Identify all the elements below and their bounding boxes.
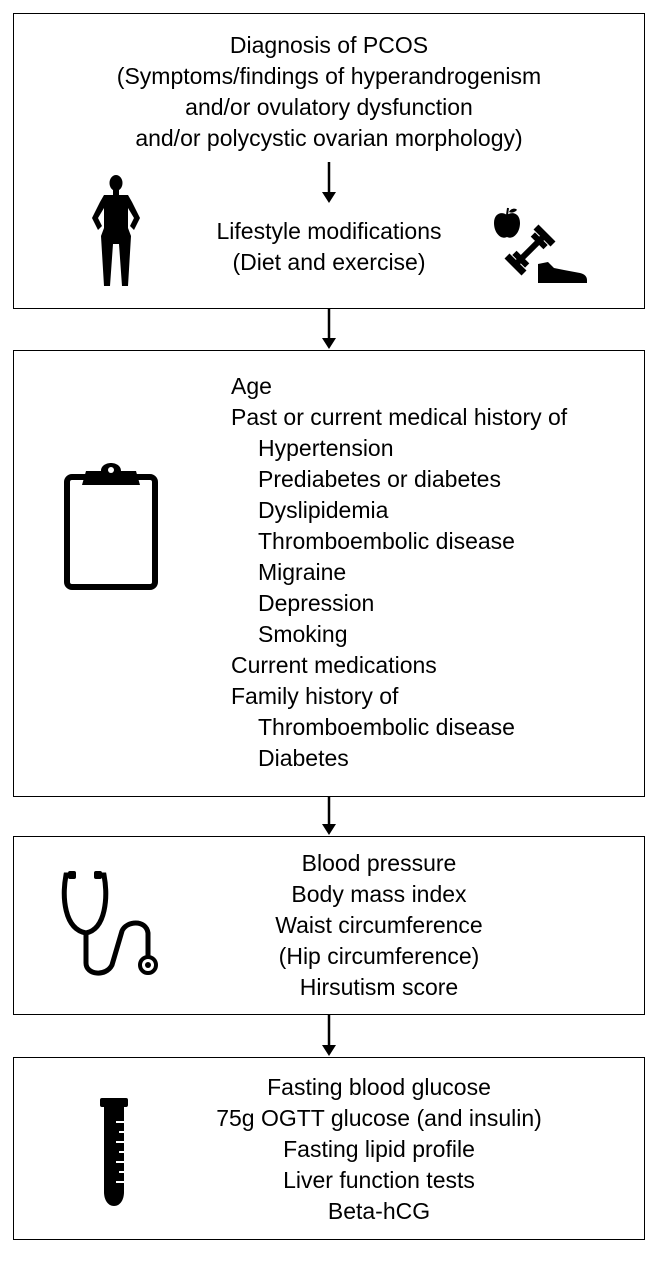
diagnosis-title: Diagnosis of PCOS xyxy=(229,32,429,58)
history-subitem: Hypertension xyxy=(258,435,394,461)
history-item: Current medications xyxy=(231,652,437,678)
history-item: Age xyxy=(231,373,272,399)
exam-item: (Hip circumference) xyxy=(278,943,480,969)
exam-item: Hirsutism score xyxy=(299,974,459,1000)
diagnosis-line: and/or polycystic ovarian morphology) xyxy=(135,125,523,151)
dumbbell-icon xyxy=(504,224,556,276)
history-subitem: Migraine xyxy=(258,559,347,585)
flow-arrow-icon xyxy=(322,797,336,835)
lab-item: Liver function tests xyxy=(283,1167,475,1193)
diagnosis-line: and/or ovulatory dysfunction xyxy=(185,94,473,120)
woman-silhouette-icon xyxy=(92,175,140,286)
flow-arrow-icon xyxy=(322,1015,336,1056)
history-box: Age Past or current medical history of H… xyxy=(13,350,645,797)
history-item: Family history of xyxy=(231,683,399,709)
exam-box: Blood pressure Body mass index Waist cir… xyxy=(13,836,645,1015)
lab-item: Beta-hCG xyxy=(327,1198,431,1224)
history-item: Past or current medical history of xyxy=(231,404,568,430)
clipboard-icon xyxy=(64,463,158,590)
history-subitem: Diabetes xyxy=(258,745,349,771)
test-tube-icon xyxy=(100,1098,128,1206)
lab-item: 75g OGTT glucose (and insulin) xyxy=(216,1105,542,1131)
sneaker-icon xyxy=(538,262,587,283)
labs-box: Fasting blood glucose 75g OGTT glucose (… xyxy=(13,1057,645,1240)
lab-item: Fasting blood glucose xyxy=(267,1074,491,1100)
inner-arrow-icon xyxy=(322,162,336,203)
diagnosis-line: (Symptoms/findings of hyperandrogenism xyxy=(116,63,542,89)
diagnosis-box: Diagnosis of PCOS (Symptoms/findings of … xyxy=(13,13,645,309)
lifestyle-line: Lifestyle modifications xyxy=(216,218,442,244)
exam-item: Waist circumference xyxy=(275,912,483,938)
history-subitem: Thromboembolic disease xyxy=(258,714,515,740)
stethoscope-icon xyxy=(61,871,158,976)
lab-item: Fasting lipid profile xyxy=(283,1136,475,1162)
exam-item: Blood pressure xyxy=(301,850,457,876)
history-subitem: Dyslipidemia xyxy=(258,497,389,523)
history-subitem: Depression xyxy=(258,590,375,616)
flow-arrow-icon xyxy=(322,309,336,349)
exam-item: Body mass index xyxy=(291,881,467,907)
history-subitem: Prediabetes or diabetes xyxy=(258,466,501,492)
history-subitem: Thromboembolic disease xyxy=(258,528,515,554)
apple-icon xyxy=(494,207,520,238)
lifestyle-line: (Diet and exercise) xyxy=(232,249,426,275)
history-subitem: Smoking xyxy=(258,621,348,647)
